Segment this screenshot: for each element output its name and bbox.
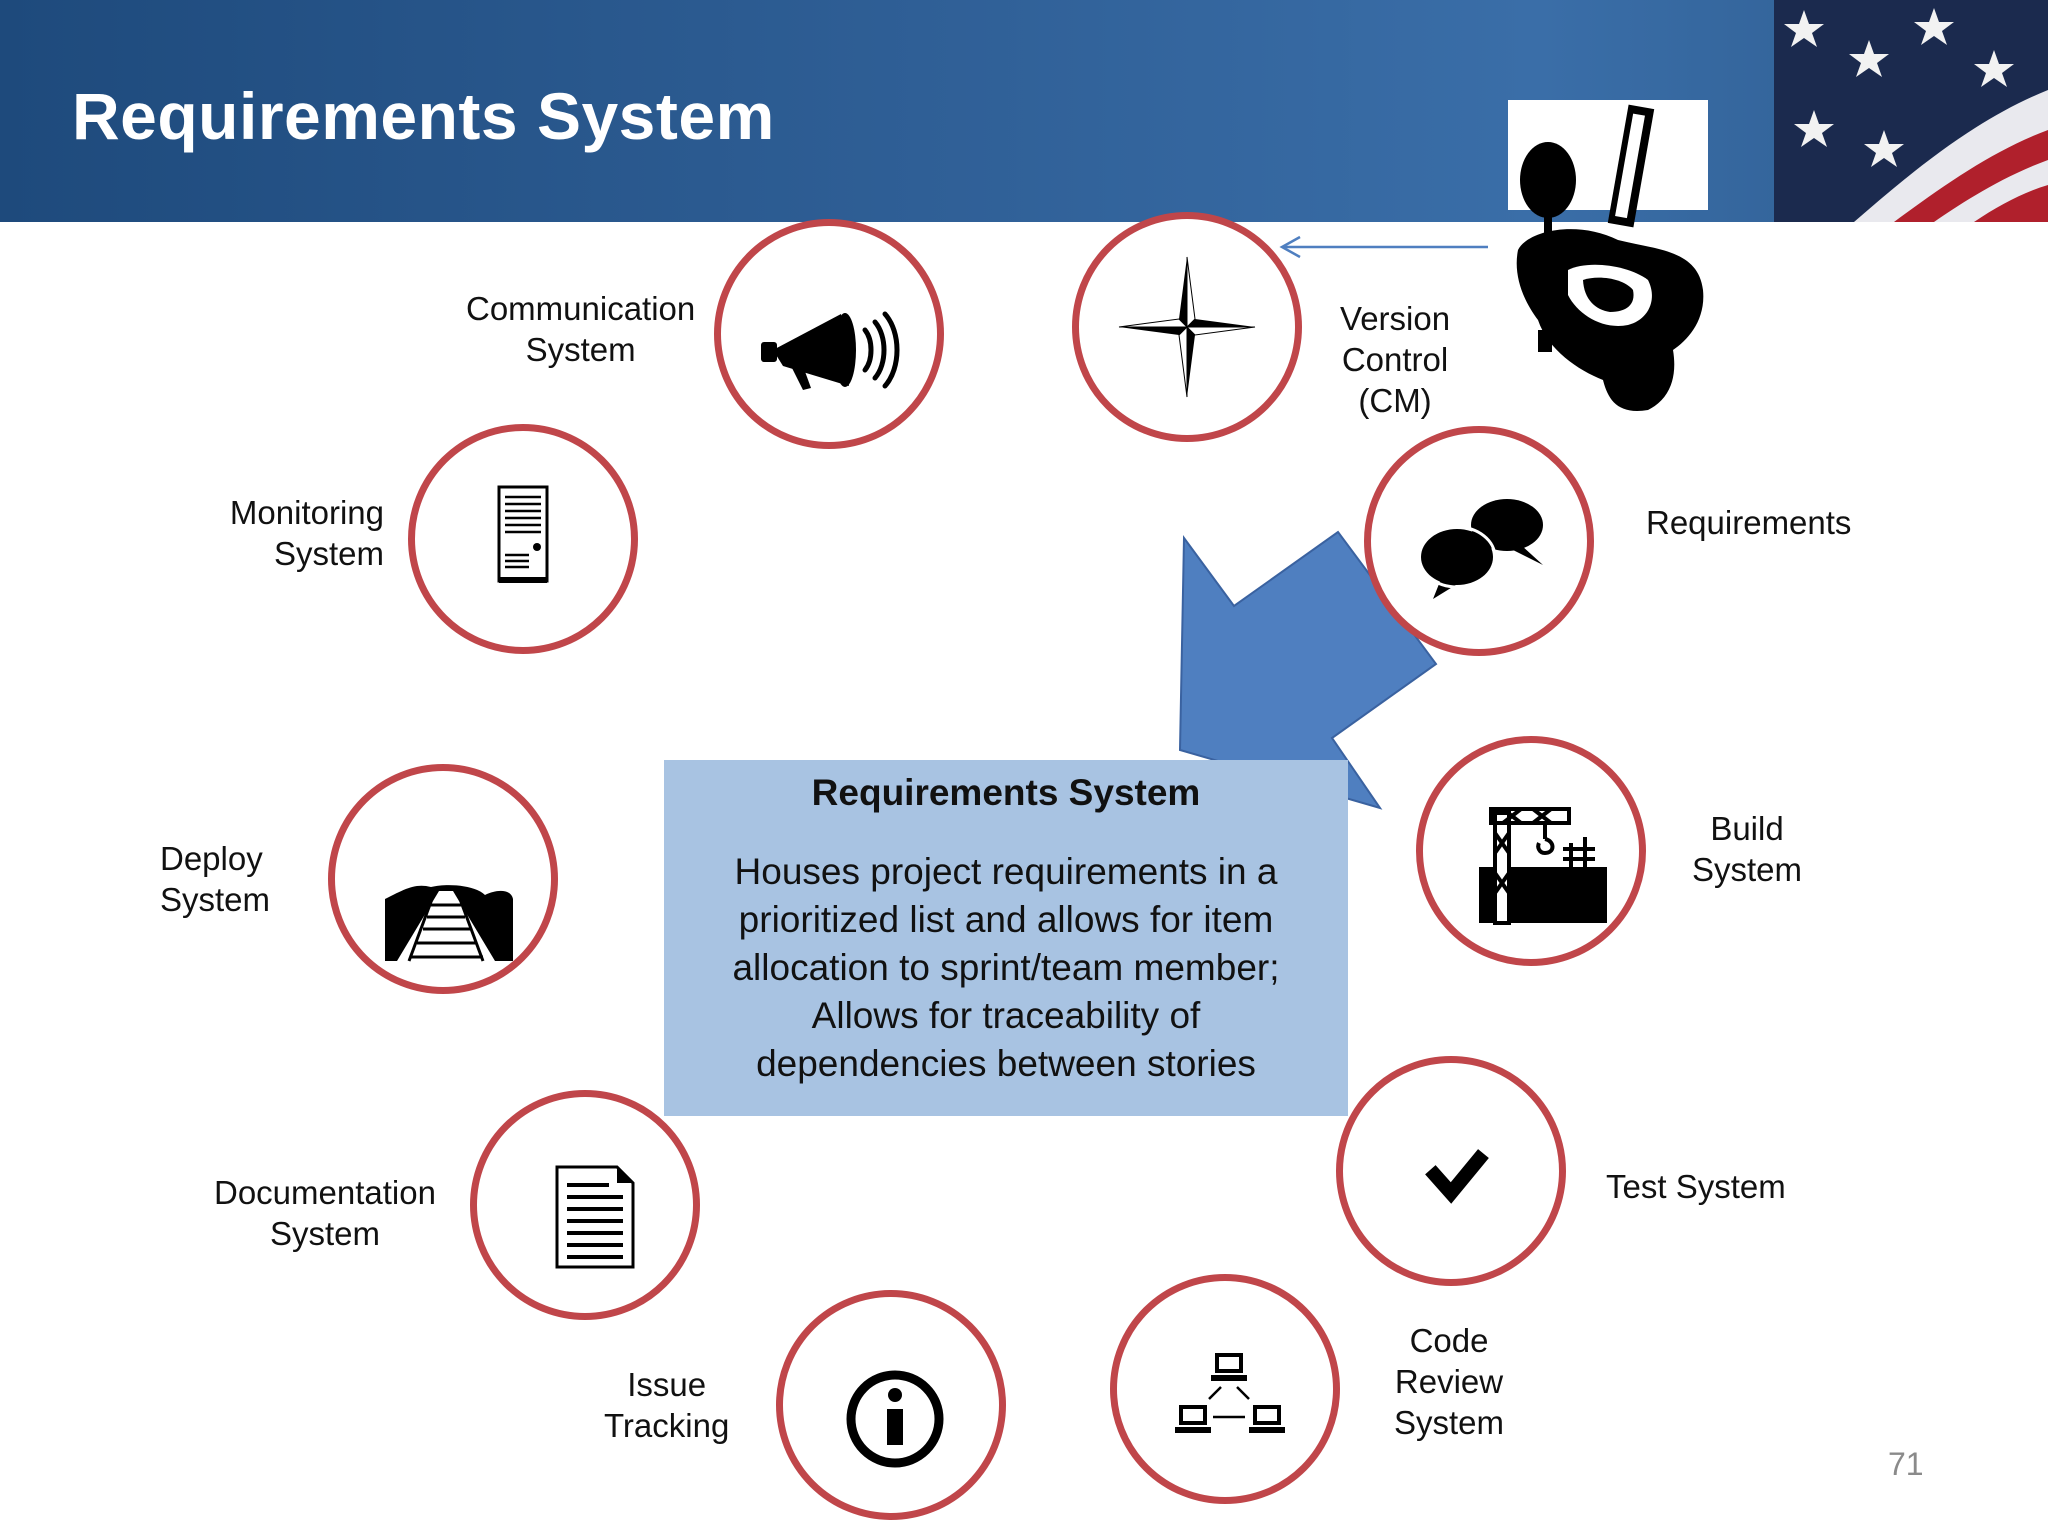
deploy-system-node[interactable]	[328, 764, 558, 994]
page-number: 71	[1888, 1446, 1924, 1482]
communication-system-node[interactable]	[714, 219, 944, 449]
build-system-label: Build System	[1692, 810, 1803, 888]
documentation-system-node[interactable]	[470, 1090, 700, 1320]
construction-crane-icon	[1479, 807, 1607, 925]
monitoring-system-label: Monitoring System	[229, 494, 384, 572]
code-review-system-label: Code Review System	[1394, 1322, 1505, 1441]
documentation-system-label: Documentation System	[214, 1174, 436, 1252]
issue-tracking-label: Issue Tracking	[604, 1366, 730, 1444]
requirements-label: Requirements	[1646, 504, 1852, 541]
requirements-node[interactable]	[1364, 426, 1594, 656]
test-system-node[interactable]	[1336, 1056, 1566, 1286]
info-icon	[846, 1370, 944, 1468]
issue-tracking-node[interactable]	[776, 1290, 1006, 1520]
requirements-system-box: Requirements System Houses project requi…	[664, 760, 1348, 1116]
flag-image	[1774, 0, 2048, 222]
network-computers-icon	[1175, 1353, 1285, 1433]
center-title: Requirements System	[811, 772, 1201, 813]
deploy-system-label: Deploy System	[160, 840, 271, 918]
center-description: Houses project requirements in a priorit…	[732, 851, 1280, 1084]
checkmark-icon	[1425, 1149, 1489, 1204]
server-tower-icon	[497, 485, 549, 583]
megaphone-icon	[761, 311, 900, 390]
knob-arm-image	[1508, 100, 1708, 420]
communication-system-label: Communication System	[466, 290, 696, 368]
slide-title: Requirements System	[72, 79, 775, 153]
header-banner: Requirements System	[0, 0, 2048, 222]
version-control-label: Version Control (CM)	[1340, 300, 1451, 419]
monitoring-system-node[interactable]	[408, 424, 638, 654]
compass-star-icon	[1118, 256, 1256, 398]
railroad-track-icon	[385, 885, 513, 962]
code-review-system-node[interactable]	[1110, 1274, 1340, 1504]
speech-bubbles-icon	[1417, 499, 1543, 599]
test-system-label: Test System	[1606, 1168, 1786, 1205]
document-icon	[555, 1165, 635, 1269]
version-control-node[interactable]	[1072, 212, 1302, 442]
build-system-node[interactable]	[1416, 736, 1646, 966]
